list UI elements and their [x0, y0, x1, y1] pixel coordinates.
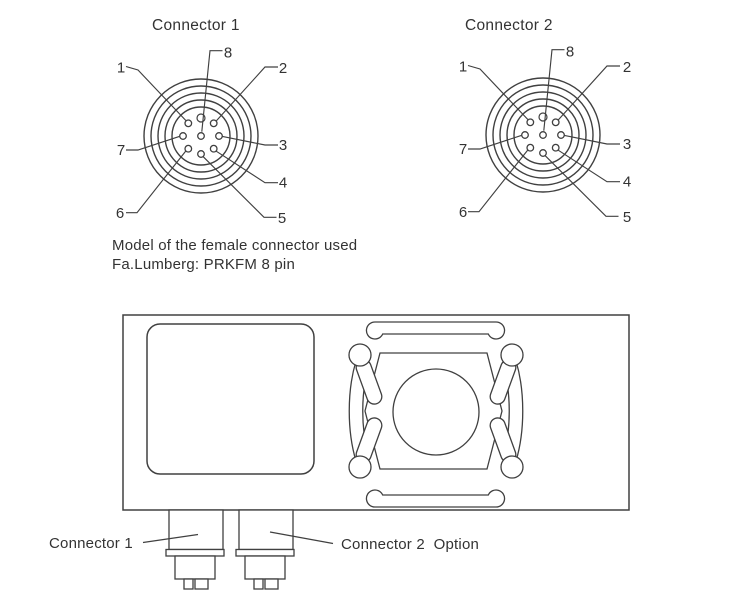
- c1-pin-7: [179, 132, 187, 140]
- corner-hole-bottom-right: [500, 455, 524, 479]
- c2-pin-field-ring: [513, 105, 573, 165]
- c1-pin-label-5: 5: [278, 210, 286, 227]
- c1-pin-1: [184, 119, 193, 128]
- c1-leader-pin6: [126, 150, 187, 214]
- note-line-2: Fa.Lumberg: PRKFM 8 pin: [112, 256, 295, 273]
- bottom-bone-bar: [365, 489, 506, 508]
- corner-hole-top-right: [500, 343, 524, 367]
- c1-pin-label-2: 2: [279, 60, 287, 77]
- device-drawing: Connector 1 Connector 2 Option: [49, 314, 630, 590]
- c2-pin-3: [557, 131, 565, 139]
- c2-leader-pin3: [564, 134, 620, 145]
- c2-leader-pin7: [468, 134, 522, 150]
- c1-plug-nut: [174, 555, 216, 580]
- c2-ring-2: [492, 84, 594, 186]
- c2-pin-label-7: 7: [459, 141, 467, 158]
- c1-pin-2: [209, 119, 218, 128]
- c2-pin-5: [539, 149, 547, 157]
- connector1-title: Connector 1: [152, 17, 240, 34]
- connector2-label-leader: [269, 531, 334, 545]
- c2-pin-label-6: 6: [459, 204, 467, 221]
- connector1-diagram: 1 2 3 4 5 6 7 8: [116, 45, 287, 228]
- c2-leader-pin8: [543, 49, 565, 131]
- c1-plug-collar: [165, 548, 225, 557]
- c2-pin-2: [551, 118, 560, 127]
- c1-ring-outer: [143, 78, 259, 194]
- c1-pin-label-6: 6: [116, 205, 124, 222]
- c1-ring-2: [150, 85, 252, 187]
- c2-leader-pin5: [544, 155, 619, 217]
- display-window: [146, 323, 315, 475]
- c1-pin-label-7: 7: [117, 142, 125, 159]
- c2-plug-collar: [235, 548, 295, 557]
- c1-leader-pin8: [201, 50, 223, 132]
- c2-ring-3: [499, 91, 587, 179]
- c2-pin-label-1: 1: [459, 59, 467, 76]
- c2-pin-8-center: [539, 131, 547, 139]
- c2-leader-pin6: [468, 149, 529, 213]
- c2-pin-label-3: 3: [623, 136, 631, 153]
- c2-pin-4: [551, 143, 560, 152]
- note-line-1: Model of the female connector used: [112, 237, 357, 254]
- c2-plug-nut: [244, 555, 286, 580]
- c2-pin-6: [526, 143, 535, 152]
- c2-leader-pin2: [557, 65, 620, 121]
- c1-ring-3: [157, 92, 245, 180]
- c2-ring-outer: [485, 77, 601, 193]
- c2-pin-7: [521, 131, 529, 139]
- c1-leader-pin4: [215, 150, 278, 184]
- c1-pin-5: [197, 150, 205, 158]
- c1-keyway-notch: [196, 113, 206, 123]
- c1-pin-3: [215, 132, 223, 140]
- c1-pin-label-3: 3: [279, 137, 287, 154]
- connector2-plug-label: Connector 2 Option: [341, 536, 479, 553]
- c1-leader-pin5: [202, 156, 277, 218]
- c1-pin-6: [184, 144, 193, 153]
- c2-leader-pin4: [557, 149, 620, 183]
- connector1-plug-label: Connector 1: [49, 535, 133, 552]
- c2-pin-label-2: 2: [623, 59, 631, 76]
- c1-leader-pin2: [215, 66, 278, 122]
- c1-leader-pin3: [222, 135, 278, 146]
- c2-plug-body: [238, 509, 294, 551]
- corner-hole-bottom-left: [348, 455, 372, 479]
- connector1-label-leader: [142, 533, 199, 544]
- c1-plug-body: [168, 509, 224, 551]
- c2-leader-pin1: [467, 64, 529, 121]
- c1-leader-pin7: [126, 135, 180, 151]
- c1-plug-tip-left: [183, 578, 194, 590]
- c1-pin-label-4: 4: [279, 175, 287, 192]
- c1-pin-field-ring: [171, 106, 231, 166]
- connector2-plug: [235, 509, 295, 590]
- c2-plug-tip-right: [264, 578, 279, 590]
- c1-pin-8-center: [197, 132, 205, 140]
- connector2-title: Connector 2: [465, 17, 553, 34]
- top-bone-bar: [365, 321, 506, 340]
- c2-pin-label-8: 8: [566, 44, 574, 61]
- c2-ring-4: [506, 98, 580, 172]
- c1-leader-pin1: [125, 65, 187, 122]
- c1-plug-tip-right: [194, 578, 209, 590]
- c1-pin-label-1: 1: [117, 60, 125, 77]
- c2-plug-tip-left: [253, 578, 264, 590]
- c1-pin-4: [209, 144, 218, 153]
- c1-ring-4: [164, 99, 238, 173]
- c2-pin-label-4: 4: [623, 174, 631, 191]
- connector2-diagram: 1 2 3 4 5 6 7 8: [459, 44, 631, 227]
- connector1-plug: [165, 509, 225, 590]
- c1-pin-label-8: 8: [224, 45, 232, 62]
- c2-keyway-notch: [538, 112, 548, 122]
- load-cell-element: [348, 321, 524, 508]
- c2-pin-label-5: 5: [623, 209, 631, 226]
- corner-hole-top-left: [348, 343, 372, 367]
- c2-pin-1: [526, 118, 535, 127]
- center-bore-circle: [392, 368, 480, 456]
